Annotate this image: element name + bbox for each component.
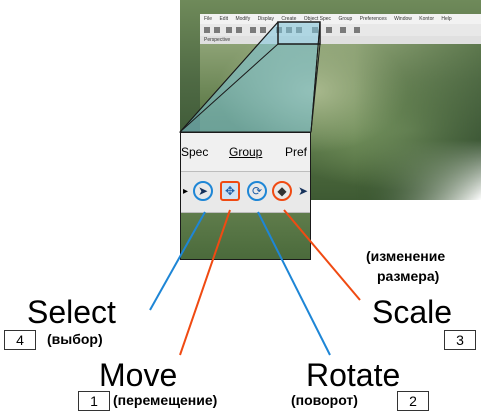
move-label: Move [99,357,178,393]
bg-menu-item[interactable]: Help [441,16,452,22]
cursor-arrow-icon: ➤ [197,184,209,198]
bg-menu-item[interactable]: Group [338,16,353,22]
bg-menu-item[interactable]: Object Spec [303,16,332,22]
bg-toolbar-icon[interactable] [312,27,318,33]
select-number-box: 4 [4,330,36,350]
bg-menu-item[interactable]: Create [281,16,297,22]
select-tool-button[interactable]: ➤ [193,181,213,201]
bg-toolbar-icon[interactable] [214,27,220,33]
scale-sublabel-line2: размера) [377,268,440,284]
rotate-sublabel: (поворот) [291,392,358,408]
bg-toolbar-icon[interactable] [340,27,346,33]
rotate-tool-button[interactable]: ⟳ [247,181,267,201]
zoom-menu-spec[interactable]: Spec [181,145,209,159]
select-sublabel: (выбор) [47,331,103,347]
zoom-menu-group[interactable]: Group [229,145,263,159]
zoom-toolbar: ▸ ➤ ✥ ⟳ ◆ ➤ [181,172,310,213]
bg-toolbar-icon[interactable] [326,27,332,33]
rotate-icon: ⟳ [251,184,263,198]
scale-number-box: 3 [444,330,476,350]
bg-toolbar-icon[interactable] [296,27,302,33]
bg-toolbar-icon[interactable] [276,27,282,33]
zoom-panel: Spec Group Pref ▸ ➤ ✥ ⟳ ◆ ➤ [180,132,311,260]
move-arrows-icon: ✥ [224,184,236,198]
bg-menu-item[interactable]: Modify [235,16,251,22]
move-number-box: 1 [78,391,110,411]
bg-toolbar-icon[interactable] [354,27,360,33]
select-label: Select [27,294,116,330]
cursor-arrow-icon: ➤ [297,184,309,198]
move-tool-button[interactable]: ✥ [220,181,240,201]
next-tool-button[interactable]: ➤ [297,181,309,201]
bg-menu-item[interactable]: Preferences [359,16,387,22]
bg-toolbar-icon[interactable] [250,27,256,33]
rotate-label: Rotate [306,357,401,393]
bg-menu-item[interactable]: Kontor [419,16,435,22]
bg-menu-item[interactable]: File [204,16,213,22]
view-label-text: Perspective [204,37,231,43]
rotate-number-box: 2 [397,391,429,411]
scale-tool-button[interactable]: ◆ [272,181,292,201]
bg-menu-item[interactable]: Window [394,16,412,22]
move-sublabel: (перемещение) [113,392,218,408]
bg-toolbar-icon[interactable] [204,27,210,33]
zoom-menu-pref[interactable]: Pref [285,145,308,159]
zoom-3d-scene [181,213,310,259]
background-view-label: Perspective [200,36,481,44]
bg-toolbar-icon[interactable] [286,27,292,33]
scale-icon: ◆ [277,184,287,198]
zoom-menubar: Spec Group Pref [181,133,310,172]
bg-toolbar-icon[interactable] [236,27,242,33]
dropdown-arrow-icon[interactable]: ▸ [183,186,189,197]
bg-toolbar-icon[interactable] [260,27,266,33]
scale-label: Scale [372,294,453,330]
scale-sublabel-line1: (изменение [366,248,446,264]
bg-toolbar-icon[interactable] [226,27,232,33]
bg-menu-item[interactable]: Display [257,16,274,22]
bg-menu-item[interactable]: Edit [219,16,229,22]
